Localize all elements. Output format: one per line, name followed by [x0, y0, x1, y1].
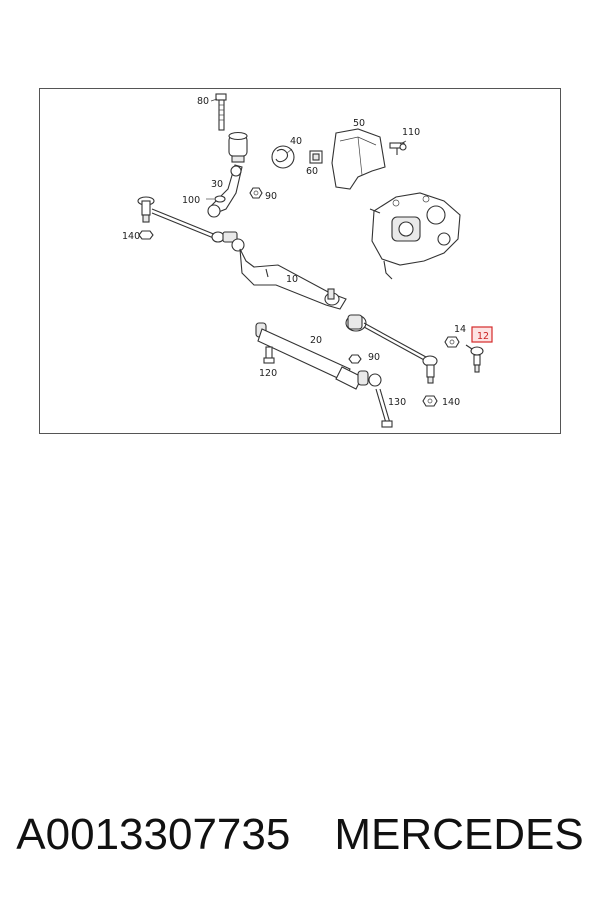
nut-90-upper [249, 187, 263, 199]
washer-100 [214, 195, 226, 203]
callout-120: 120 [259, 368, 277, 379]
callout-14: 14 [454, 324, 466, 335]
steering-linkage-drawing: 80 40 50 110 60 30 100 90 140 10 20 14 1… [122, 93, 493, 428]
callout-90-lower: 90 [368, 352, 380, 363]
bolt-120 [263, 346, 275, 364]
tie-rod-end-left [137, 196, 155, 223]
callout-50: 50 [353, 118, 365, 129]
callout-130: 130 [388, 397, 406, 408]
screw-110 [389, 142, 407, 155]
callout-12: 12 [477, 331, 489, 342]
part-caption: A0013307735 MERCEDES [0, 800, 600, 870]
bracket-40 [271, 145, 295, 169]
callout-140-right: 140 [442, 397, 460, 408]
parts-diagram: 80 40 50 110 60 30 100 90 140 10 20 14 1… [39, 88, 561, 434]
part-number: A0013307735 [16, 810, 291, 859]
nut-140-right [422, 395, 438, 407]
steering-damper-20 [255, 322, 382, 390]
callout-20: 20 [310, 335, 322, 346]
ball-joint-12 [465, 344, 484, 373]
tie-rod-right [345, 314, 438, 384]
nut-14 [444, 336, 460, 348]
callout-80: 80 [197, 96, 209, 107]
callout-10: 10 [286, 274, 298, 285]
callout-40: 40 [290, 136, 302, 147]
idler-arm-30 [207, 131, 248, 218]
center-rod-10 [151, 208, 347, 310]
callout-90-upper: 90 [265, 191, 277, 202]
steering-gearbox [369, 192, 461, 280]
callout-30: 30 [211, 179, 223, 190]
callout-100: 100 [182, 195, 200, 206]
bolt-80 [215, 93, 227, 131]
clip-60 [309, 150, 323, 164]
callout-110: 110 [402, 127, 420, 138]
nut-90-lower [348, 354, 362, 364]
highlight-box-12 [471, 326, 493, 343]
bolt-130 [375, 388, 393, 428]
nut-140-left [138, 230, 154, 240]
brand-name: MERCEDES [334, 810, 584, 859]
cover-50 [331, 128, 386, 190]
callout-60: 60 [306, 166, 318, 177]
callout-140-left: 140 [122, 231, 140, 242]
